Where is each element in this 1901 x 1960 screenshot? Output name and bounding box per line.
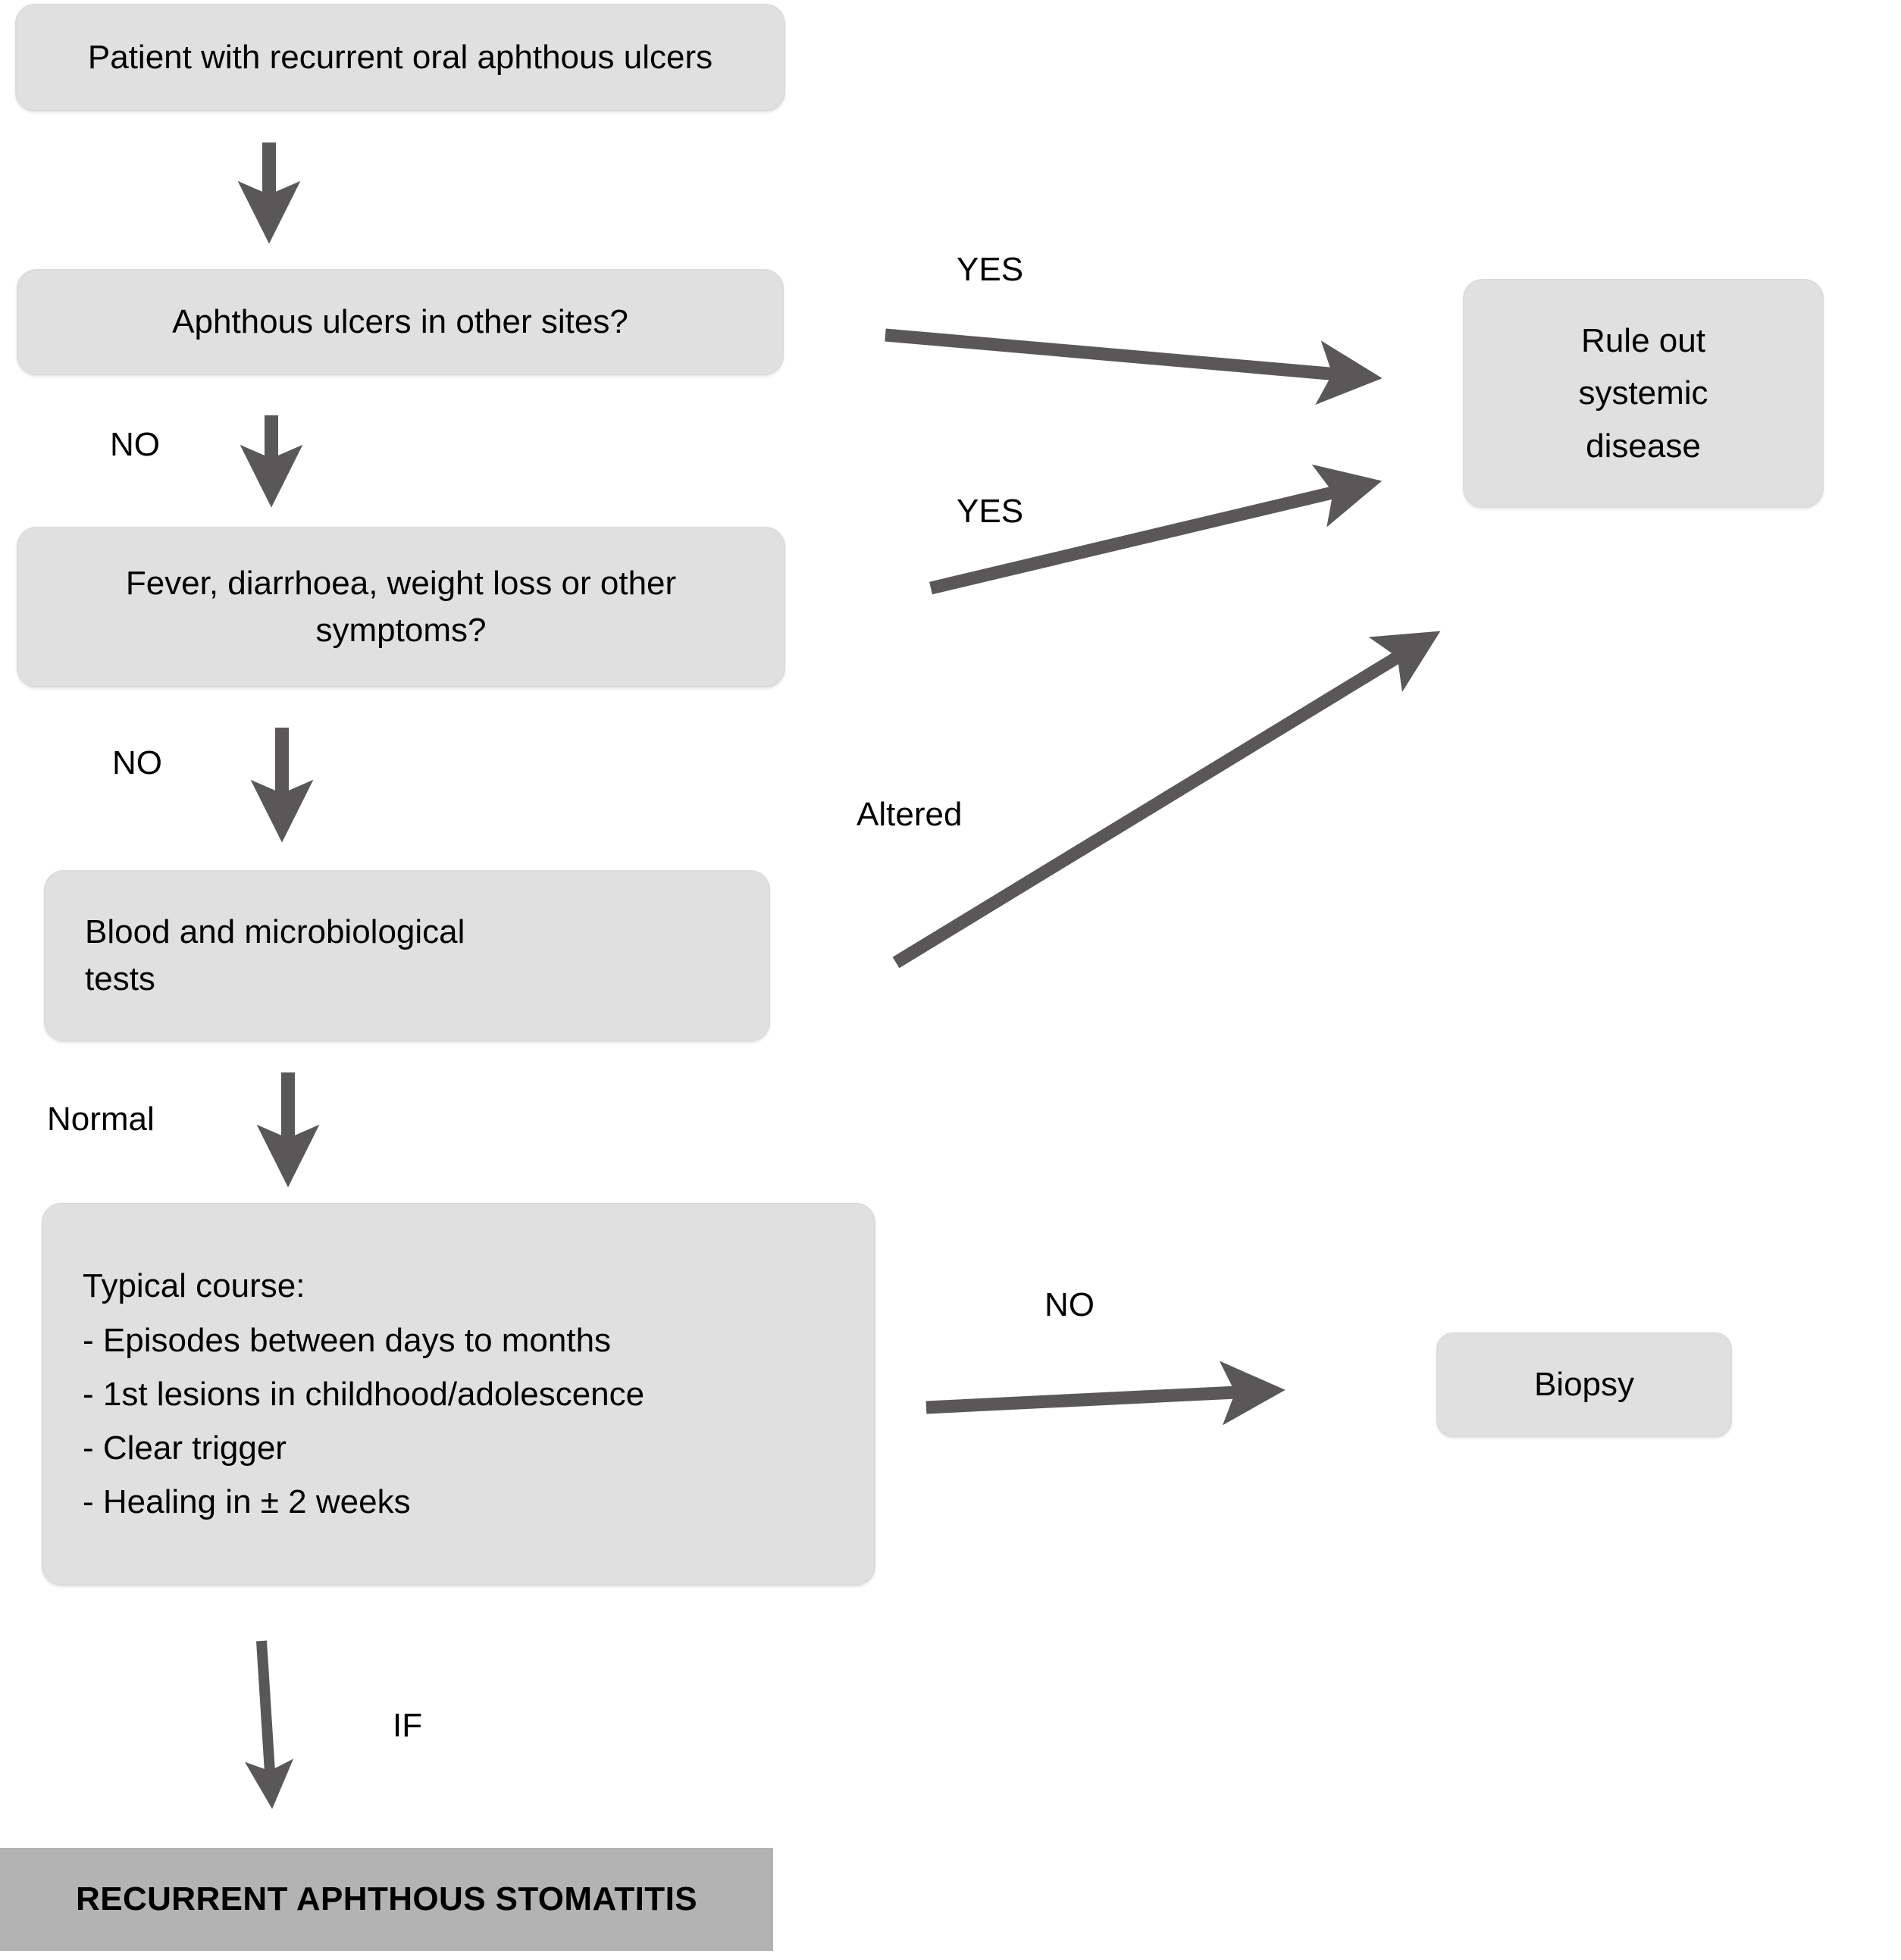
edge-label-altered: Altered — [857, 796, 963, 833]
node-systemic-symptoms-label: Fever, diarrhoea, weight loss or other s… — [125, 564, 677, 649]
node-typical-course-label: Typical course: - Episodes between days … — [83, 1267, 645, 1521]
node-typical-course[interactable]: Typical course: - Episodes between days … — [42, 1203, 875, 1586]
connector-typical-course-to-biopsy — [925, 1360, 1286, 1426]
edge-label-yes-symptoms: YES — [957, 493, 1024, 530]
node-diagnosis[interactable]: RECURRENT APHTHOUS STOMATITIS — [0, 1848, 773, 1951]
node-biopsy[interactable]: Biopsy — [1436, 1332, 1732, 1437]
edge-label-yes-other-sites: YES — [957, 251, 1024, 288]
edge-label-no-other-sites: NO — [110, 426, 160, 463]
node-blood-tests-label: Blood and microbiological tests — [85, 913, 465, 997]
node-start[interactable]: Patient with recurrent oral aphthous ulc… — [15, 4, 785, 111]
node-rule-out-label: Rule out systemic disease — [1578, 321, 1708, 465]
node-blood-tests[interactable]: Blood and microbiological tests — [44, 870, 770, 1041]
node-other-sites-label: Aphthous ulcers in other sites? — [172, 302, 628, 340]
node-biopsy-label: Biopsy — [1533, 1365, 1635, 1403]
edge-label-no-typical-course: NO — [1044, 1286, 1095, 1323]
connector-blood-tests-to-rule-out — [892, 631, 1441, 969]
node-diagnosis-label: RECURRENT APHTHOUS STOMATITIS — [76, 1880, 697, 1918]
node-rule-out[interactable]: Rule out systemic disease — [1463, 279, 1824, 508]
edge-label-normal: Normal — [47, 1101, 155, 1138]
connector-other-sites-to-rule-out — [885, 328, 1383, 405]
connector-typical-course-to-diagnosis — [244, 1640, 294, 1809]
node-start-label: Patient with recurrent oral aphthous ulc… — [87, 38, 713, 76]
edge-label-no-symptoms: NO — [112, 744, 162, 781]
node-systemic-symptoms[interactable]: Fever, diarrhoea, weight loss or other s… — [17, 527, 785, 687]
node-other-sites[interactable]: Aphthous ulcers in other sites? — [17, 269, 784, 375]
edge-label-if: IF — [393, 1707, 423, 1744]
